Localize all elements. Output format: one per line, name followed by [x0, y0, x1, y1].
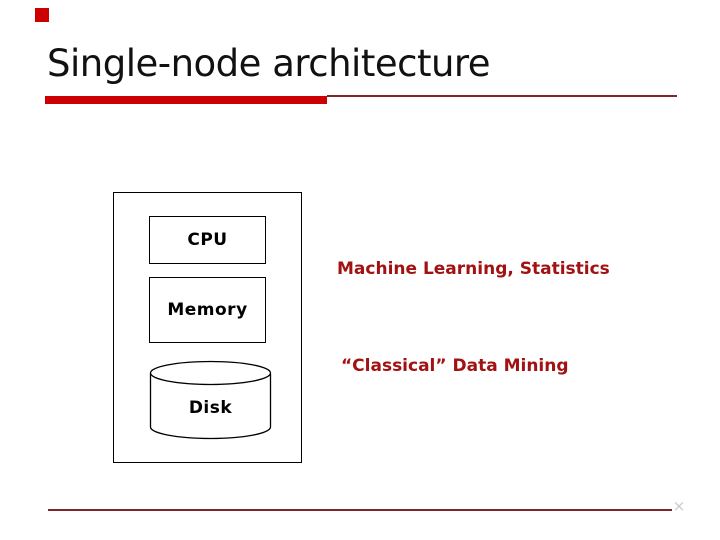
memory-box: Memory: [149, 277, 266, 343]
title-underline-rule: [327, 95, 677, 97]
page-title: Single-node architecture: [47, 42, 491, 85]
cpu-label: CPU: [187, 230, 228, 250]
footer-rule: [48, 509, 672, 511]
annotation-machine-learning: Machine Learning, Statistics: [337, 259, 610, 279]
template-corner-accent-square: [35, 8, 49, 22]
memory-label: Memory: [167, 300, 248, 320]
annotation-classical-data-mining: “Classical” Data Mining: [341, 356, 569, 376]
footer-x-mark: ×: [672, 497, 686, 515]
disk-cylinder-icon: [149, 360, 272, 448]
title-underline-bar: [45, 96, 327, 104]
cpu-box: CPU: [149, 216, 266, 264]
disk-label: Disk: [188, 398, 233, 418]
